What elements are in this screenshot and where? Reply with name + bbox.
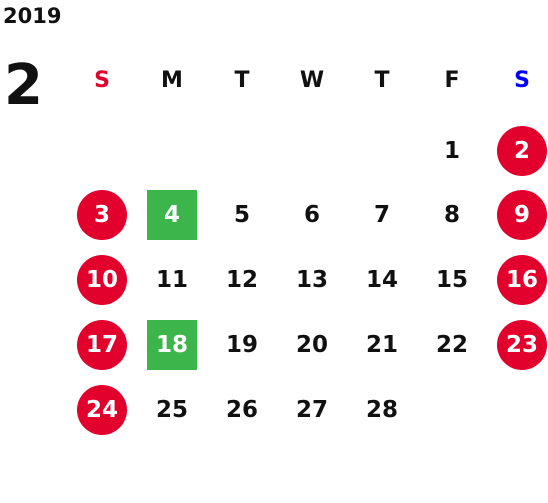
day-cell-12[interactable]: 12 xyxy=(225,267,258,293)
weekday-sun: S xyxy=(94,68,110,93)
day-cell-16[interactable]: 16 xyxy=(497,255,547,305)
day-cell-22[interactable]: 22 xyxy=(435,332,468,358)
day-cell-5[interactable]: 5 xyxy=(233,202,250,228)
day-cell-23[interactable]: 23 xyxy=(497,320,547,370)
day-cell-18[interactable]: 18 xyxy=(147,320,197,370)
day-cell-3[interactable]: 3 xyxy=(77,190,127,240)
weekday-tue: T xyxy=(234,68,250,93)
month-number: 2 xyxy=(4,53,43,118)
day-cell-2[interactable]: 2 xyxy=(497,126,547,176)
day-cell-27[interactable]: 27 xyxy=(295,397,328,423)
day-cell-9[interactable]: 9 xyxy=(497,190,547,240)
day-cell-1[interactable]: 1 xyxy=(443,138,460,164)
day-cell-8[interactable]: 8 xyxy=(443,202,460,228)
day-cell-20[interactable]: 20 xyxy=(295,332,328,358)
day-cell-13[interactable]: 13 xyxy=(295,267,328,293)
day-cell-26[interactable]: 26 xyxy=(225,397,258,423)
weekday-wed: W xyxy=(299,68,325,93)
year-label: 2019 xyxy=(3,4,62,28)
day-cell-11[interactable]: 11 xyxy=(155,267,188,293)
day-cell-19[interactable]: 19 xyxy=(225,332,258,358)
day-cell-7[interactable]: 7 xyxy=(373,202,390,228)
day-cell-21[interactable]: 21 xyxy=(365,332,398,358)
day-cell-24[interactable]: 24 xyxy=(77,385,127,435)
day-cell-10[interactable]: 10 xyxy=(77,255,127,305)
day-cell-14[interactable]: 14 xyxy=(365,267,398,293)
day-cell-4[interactable]: 4 xyxy=(147,190,197,240)
weekday-thu: T xyxy=(374,68,390,93)
day-cell-25[interactable]: 25 xyxy=(155,397,188,423)
day-cell-15[interactable]: 15 xyxy=(435,267,468,293)
weekday-fri: F xyxy=(444,68,460,93)
day-cell-17[interactable]: 17 xyxy=(77,320,127,370)
day-cell-28[interactable]: 28 xyxy=(365,397,398,423)
day-cell-6[interactable]: 6 xyxy=(303,202,320,228)
weekday-mon: M xyxy=(161,68,183,93)
weekday-sat: S xyxy=(514,68,530,93)
